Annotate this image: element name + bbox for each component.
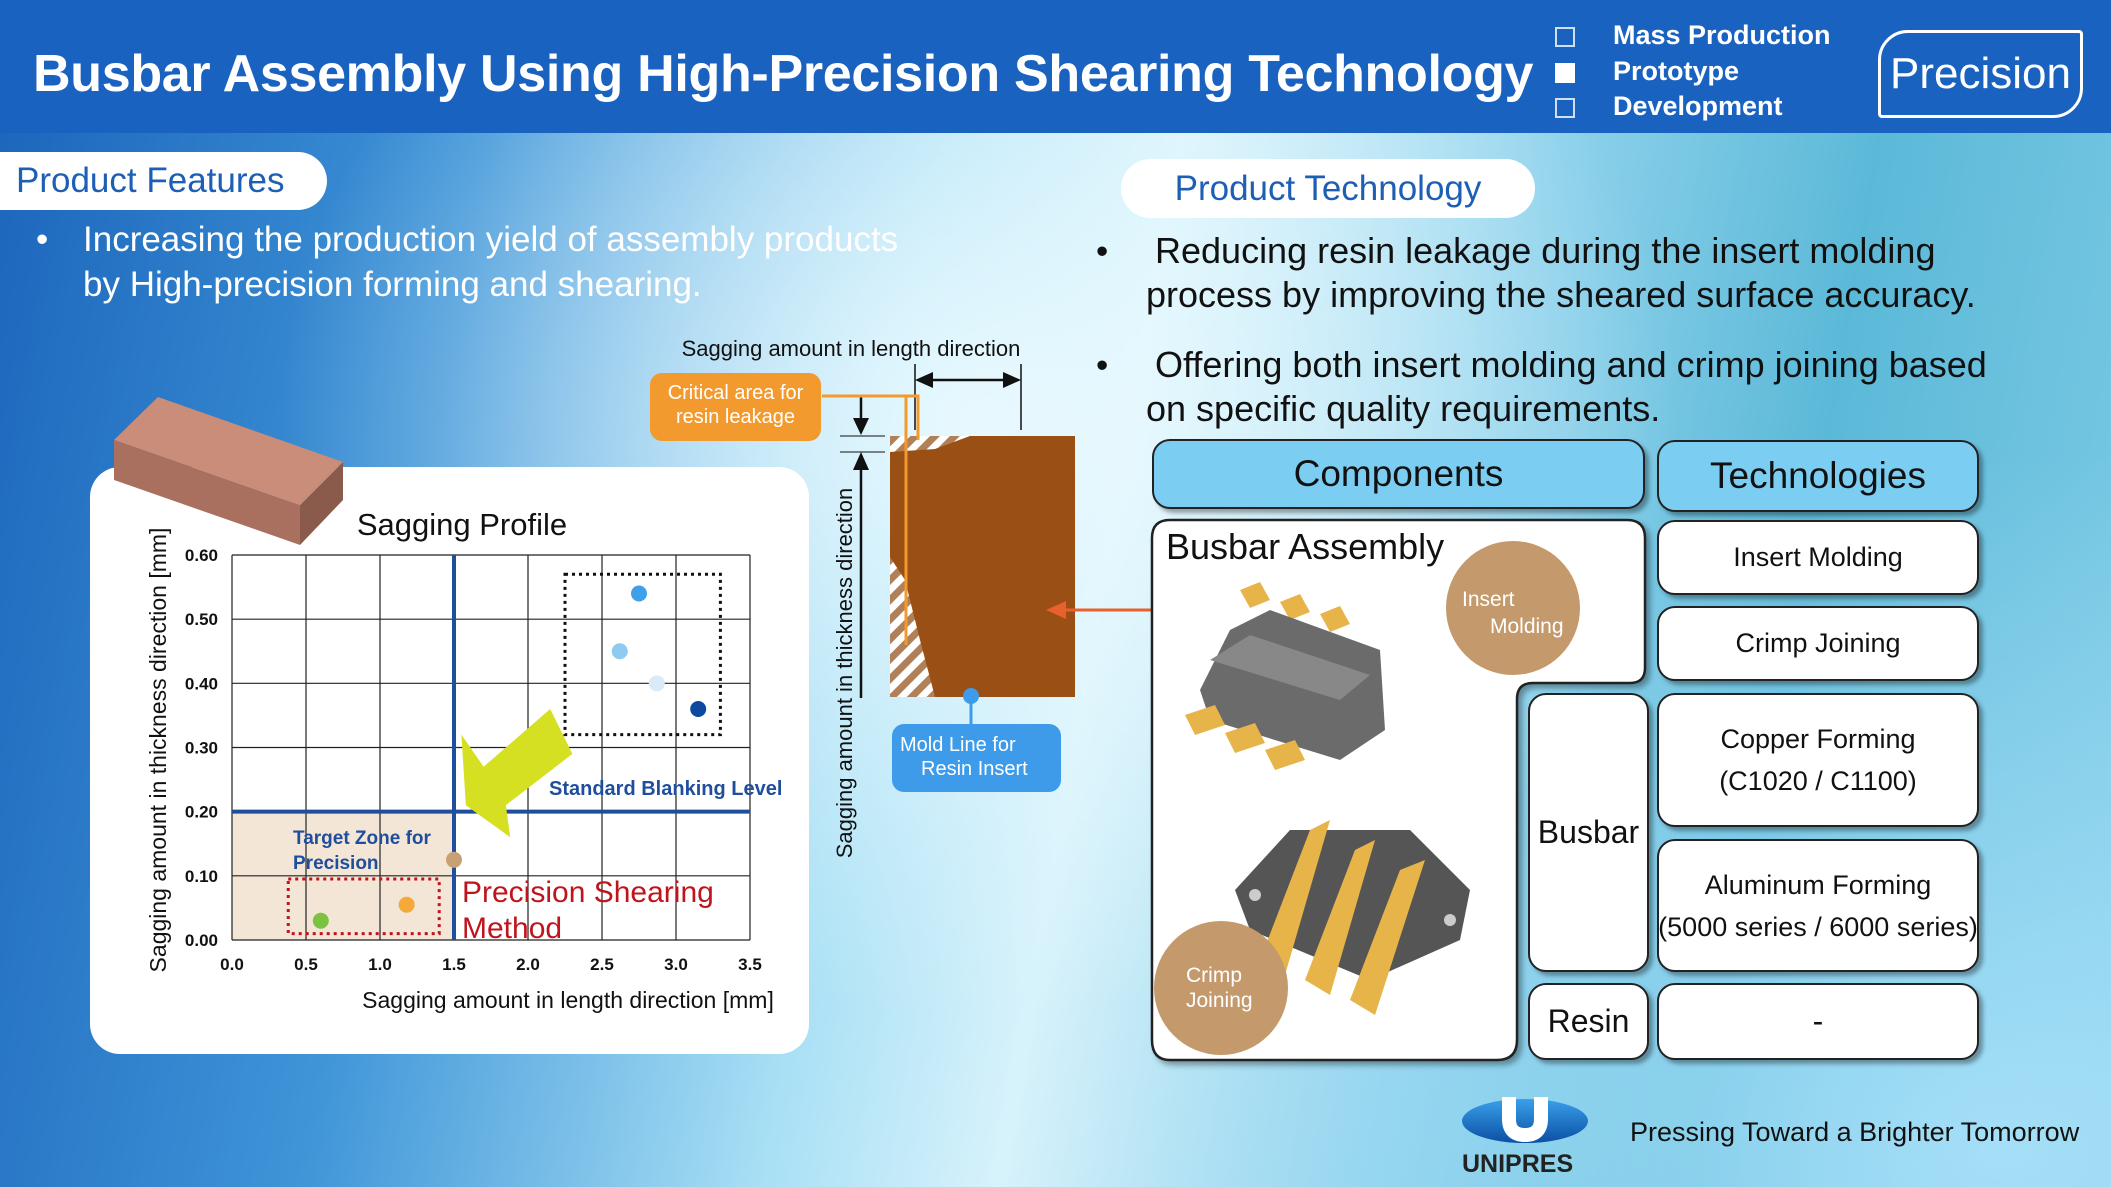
standard-level-label: Standard Blanking Level	[549, 778, 782, 800]
tech-bullet-1-line-1: Reducing resin leakage during the insert…	[1155, 230, 1936, 271]
checkbox-development[interactable]	[1555, 98, 1575, 118]
product-features-heading: Product Features	[0, 152, 327, 210]
tech-crimp-joining: Crimp Joining	[1657, 606, 1979, 681]
tech-bullet-2-line-2: on specific quality requirements.	[1146, 388, 1661, 429]
features-line-2: by High-precision forming and shearing.	[83, 265, 702, 304]
target-zone-label-2: Precision	[293, 853, 379, 874]
length-direction-label: Sagging amount in length direction	[682, 336, 1021, 361]
mold-line-2: Resin Insert	[921, 758, 1028, 780]
critical-leader-line	[822, 394, 920, 440]
data-point	[312, 912, 329, 929]
crimp-circle-line-2: Joining	[1186, 989, 1253, 1012]
x-tick-label: 3.0	[664, 955, 688, 974]
insert-molded-busbar-image	[1185, 582, 1385, 770]
data-point	[398, 896, 415, 913]
method-label-1: Precision Shearing	[462, 876, 714, 909]
y-axis-label: Sagging amount in thickness direction [m…	[145, 528, 171, 973]
data-point	[648, 675, 665, 692]
cross-section-diagram: Sagging amount in thickness direction Sa…	[682, 336, 1193, 859]
label-prototype: Prototype	[1613, 56, 1740, 86]
tech-bullet-2-line-1: Offering both insert molding and crimp j…	[1155, 344, 1987, 385]
mold-line-dot	[963, 688, 979, 704]
critical-line-1: Critical area for	[667, 382, 804, 404]
crimp-circle-line-1: Crimp	[1186, 964, 1242, 987]
x-tick-label: 2.5	[590, 955, 614, 974]
features-line-1: Increasing the production yield of assem…	[83, 220, 899, 259]
conventional-cluster-box	[563, 572, 722, 737]
page-title: Busbar Assembly Using High-Precision She…	[33, 45, 1534, 103]
x-axis-label: Sagging amount in length direction [mm]	[362, 987, 774, 1013]
bullet-dot: •	[1096, 232, 1109, 271]
x-tick-label: 1.5	[442, 955, 466, 974]
bullet-dot: •	[36, 220, 49, 259]
y-tick-label: 0.10	[185, 867, 218, 886]
copper-line-1: Copper Forming	[1720, 724, 1916, 754]
busbar-assembly-label: Busbar Assembly	[1166, 526, 1445, 567]
data-point	[611, 643, 628, 660]
tech-aluminum-forming: Aluminum Forming (5000 series / 6000 seri…	[1657, 839, 1979, 972]
y-tick-label: 0.30	[185, 739, 218, 758]
footer-tagline: Pressing Toward a Brighter Tomorrow	[1630, 1117, 2080, 1147]
unipres-logo-icon	[1462, 1097, 1588, 1143]
x-tick-label: 1.0	[368, 955, 392, 974]
data-point	[690, 701, 707, 717]
y-tick-label: 0.00	[185, 931, 218, 950]
aluminum-line-1: Aluminum Forming	[1704, 869, 1932, 900]
header-bar	[0, 0, 2111, 133]
copper-bar-icon	[114, 397, 343, 545]
product-technology-heading: Product Technology	[1121, 159, 1535, 218]
y-tick-label: 0.50	[185, 610, 218, 629]
improvement-arrow-icon	[461, 709, 573, 838]
method-label-2: Method	[462, 912, 562, 945]
unipres-logo-text: UNIPRES	[1462, 1150, 1574, 1178]
data-point	[446, 851, 462, 868]
critical-line-2: resin leakage	[676, 406, 795, 428]
insert-circle-line-1: Insert	[1462, 588, 1515, 611]
x-tick-label: 3.5	[738, 955, 762, 974]
y-tick-label: 0.40	[185, 674, 218, 693]
chart-card	[90, 467, 809, 1054]
component-resin: Resin	[1528, 983, 1649, 1060]
tech-resin: -	[1657, 983, 1979, 1060]
checkbox-prototype[interactable]	[1555, 63, 1575, 83]
x-tick-label: 2.0	[516, 955, 540, 974]
label-mass-production: Mass Production	[1613, 20, 1831, 50]
target-zone-label-1: Target Zone for	[293, 828, 432, 849]
bullet-dot: •	[1096, 346, 1109, 385]
precision-cluster-box	[286, 877, 441, 936]
components-header: Components	[1152, 439, 1645, 509]
chart-title: Sagging Profile	[357, 507, 567, 542]
checkbox-mass-production[interactable]	[1555, 27, 1575, 47]
mold-line-1: Mold Line for	[900, 734, 1016, 756]
insert-circle-line-2: Molding	[1490, 615, 1564, 638]
tech-copper-forming: Copper Forming (C1020 / C1100)	[1657, 693, 1979, 827]
technologies-header: Technologies	[1657, 440, 1979, 512]
component-busbar: Busbar	[1528, 693, 1649, 972]
y-tick-label: 0.60	[185, 546, 218, 565]
x-tick-label: 0.5	[294, 955, 318, 974]
aluminum-line-2: (5000 series / 6000 series)	[1658, 911, 1978, 942]
precision-badge: Precision	[1878, 30, 2083, 118]
tech-bullet-1-line-2: process by improving the sheared surface…	[1146, 274, 1976, 315]
thickness-direction-label: Sagging amount in thickness direction	[832, 488, 857, 859]
label-development: Development	[1613, 91, 1783, 121]
copper-line-2: (C1020 / C1100)	[1719, 766, 1917, 796]
y-tick-label: 0.20	[185, 803, 218, 822]
crimp-joined-busbar-image	[1235, 820, 1470, 1015]
busbar-assembly-panel	[1150, 518, 1647, 1062]
tech-insert-molding: Insert Molding	[1657, 520, 1979, 595]
data-point	[631, 585, 647, 602]
x-tick-label: 0.0	[220, 955, 244, 974]
